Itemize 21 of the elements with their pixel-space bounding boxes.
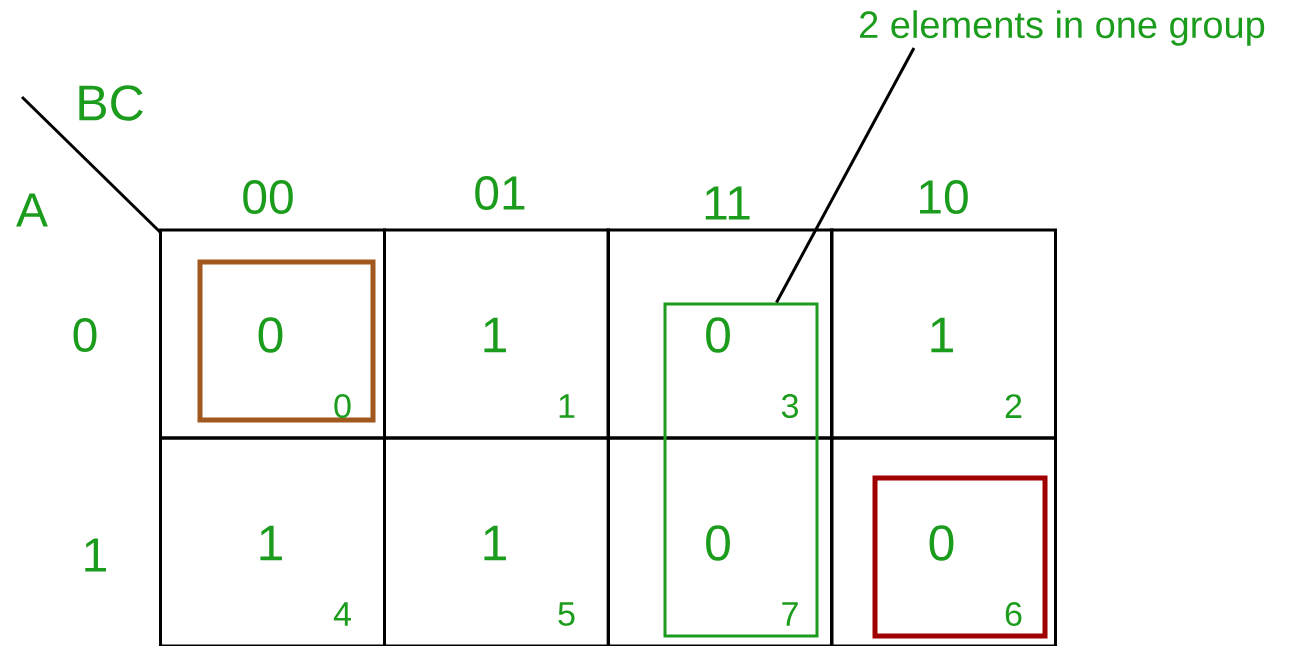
map-cell xyxy=(830,436,1057,646)
row-header: 1 xyxy=(85,538,106,572)
map-cell xyxy=(159,228,386,440)
leader-line xyxy=(775,47,916,304)
column-header: 01 xyxy=(475,176,525,210)
axis-label: BC xyxy=(79,85,143,121)
map-cell: 1 1 xyxy=(383,228,610,440)
column-header: 10 xyxy=(919,180,968,214)
row-header: 0 xyxy=(73,318,97,352)
map-cell: 0 7 xyxy=(606,436,834,646)
map-cell: 0 3 xyxy=(606,228,834,440)
group-box xyxy=(663,302,819,638)
column-header: 11 xyxy=(705,186,750,220)
axis-label: A xyxy=(16,193,48,227)
map-cell: 1 2 xyxy=(830,228,1057,440)
callout-text: 2 elements in one group xyxy=(860,10,1265,46)
map-cell: 1 4 xyxy=(159,436,386,646)
map-cell: 1 5 xyxy=(383,436,610,646)
group-box: 0 6 xyxy=(872,475,1048,639)
group-box: 0 0 xyxy=(197,259,376,423)
column-header: 00 xyxy=(243,180,293,214)
